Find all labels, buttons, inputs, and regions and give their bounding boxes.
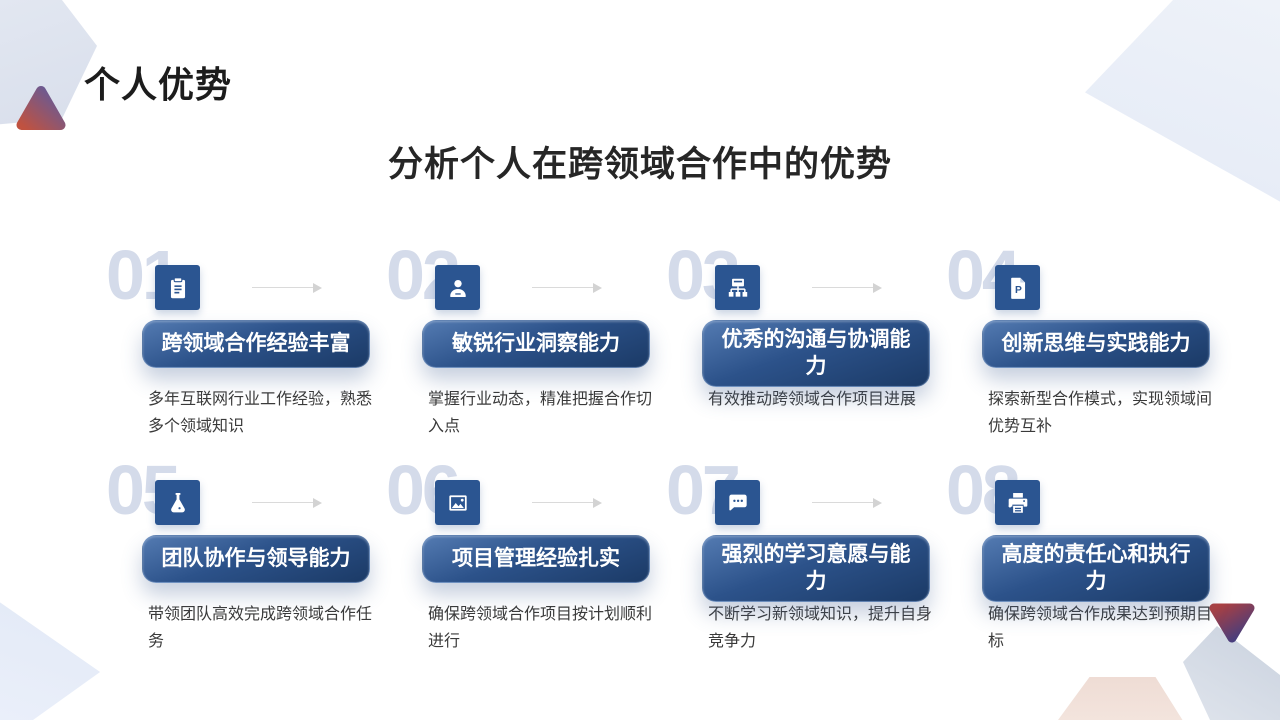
item-icon-badge: P (995, 265, 1040, 310)
advantage-item-04: 04 P 创新思维与实践能力 探索新型合作模式，实现领域间优势互补 (940, 240, 1220, 455)
item-icon-badge (715, 480, 760, 525)
advantages-grid: 01 跨领域合作经验丰富 多年互联网行业工作经验，熟悉多个领域知识 02 敏锐行… (100, 240, 1220, 670)
advantage-item-01: 01 跨领域合作经验丰富 多年互联网行业工作经验，熟悉多个领域知识 (100, 240, 380, 455)
item-title-button: 优秀的沟通与协调能力 (702, 320, 930, 387)
arrow-icon (812, 498, 882, 508)
clipboard-icon (165, 275, 191, 301)
item-icon-badge (715, 265, 760, 310)
advantage-item-08: 08 高度的责任心和执行力 确保跨领域合作成果达到预期目标 (940, 455, 1220, 670)
page-title: 个人优势 (84, 64, 233, 105)
triangle-decoration-top-left (14, 84, 68, 134)
item-description: 不断学习新领域知识，提升自身竞争力 (708, 606, 933, 651)
item-title-button: 项目管理经验扎实 (422, 535, 650, 583)
advantage-item-03: 03 优秀的沟通与协调能力 有效推动跨领域合作项目进展 (660, 240, 940, 455)
org-chart-icon (725, 275, 751, 301)
svg-text:P: P (1014, 284, 1021, 295)
item-description: 掌握行业动态，精准把握合作切入点 (428, 391, 653, 436)
image-icon (445, 490, 471, 516)
item-icon-badge (435, 265, 480, 310)
item-icon-badge (995, 480, 1040, 525)
item-title-button: 跨领域合作经验丰富 (142, 320, 370, 368)
item-icon-badge (155, 265, 200, 310)
arrow-icon (532, 283, 602, 293)
item-icon-badge (435, 480, 480, 525)
item-title-button: 强烈的学习意愿与能力 (702, 535, 930, 602)
flask-icon (165, 490, 191, 516)
arrow-icon (252, 283, 322, 293)
item-title-button: 敏锐行业洞察能力 (422, 320, 650, 368)
item-description: 多年互联网行业工作经验，熟悉多个领域知识 (148, 391, 373, 436)
advantage-item-02: 02 敏锐行业洞察能力 掌握行业动态，精准把握合作切入点 (380, 240, 660, 455)
item-title-button: 团队协作与领导能力 (142, 535, 370, 583)
user-icon (445, 275, 471, 301)
advantage-item-05: 05 团队协作与领导能力 带领团队高效完成跨领域合作任务 (100, 455, 380, 670)
item-title-button: 创新思维与实践能力 (982, 320, 1210, 368)
advantage-item-07: 07 强烈的学习意愿与能力 不断学习新领域知识，提升自身竞争力 (660, 455, 940, 670)
slide-subtitle: 分析个人在跨领域合作中的优势 (387, 145, 892, 184)
item-icon-badge (155, 480, 200, 525)
item-title-button: 高度的责任心和执行力 (982, 535, 1210, 602)
hexagon-decoration-pink (1058, 677, 1183, 720)
item-description: 确保跨领域合作成果达到预期目标 (988, 606, 1213, 651)
item-description: 有效推动跨领域合作项目进展 (708, 391, 917, 408)
arrow-icon (532, 498, 602, 508)
item-description: 带领团队高效完成跨领域合作任务 (148, 606, 373, 651)
document-p-icon: P (1005, 275, 1031, 301)
diamond-decoration-bottom-left (0, 602, 101, 720)
advantage-item-06: 06 项目管理经验扎实 确保跨领域合作项目按计划顺利进行 (380, 455, 660, 670)
comment-icon (725, 490, 751, 516)
item-description: 确保跨领域合作项目按计划顺利进行 (428, 606, 653, 651)
arrow-icon (812, 283, 882, 293)
item-description: 探索新型合作模式，实现领域间优势互补 (988, 391, 1213, 436)
arrow-icon (252, 498, 322, 508)
printer-icon (1005, 490, 1031, 516)
